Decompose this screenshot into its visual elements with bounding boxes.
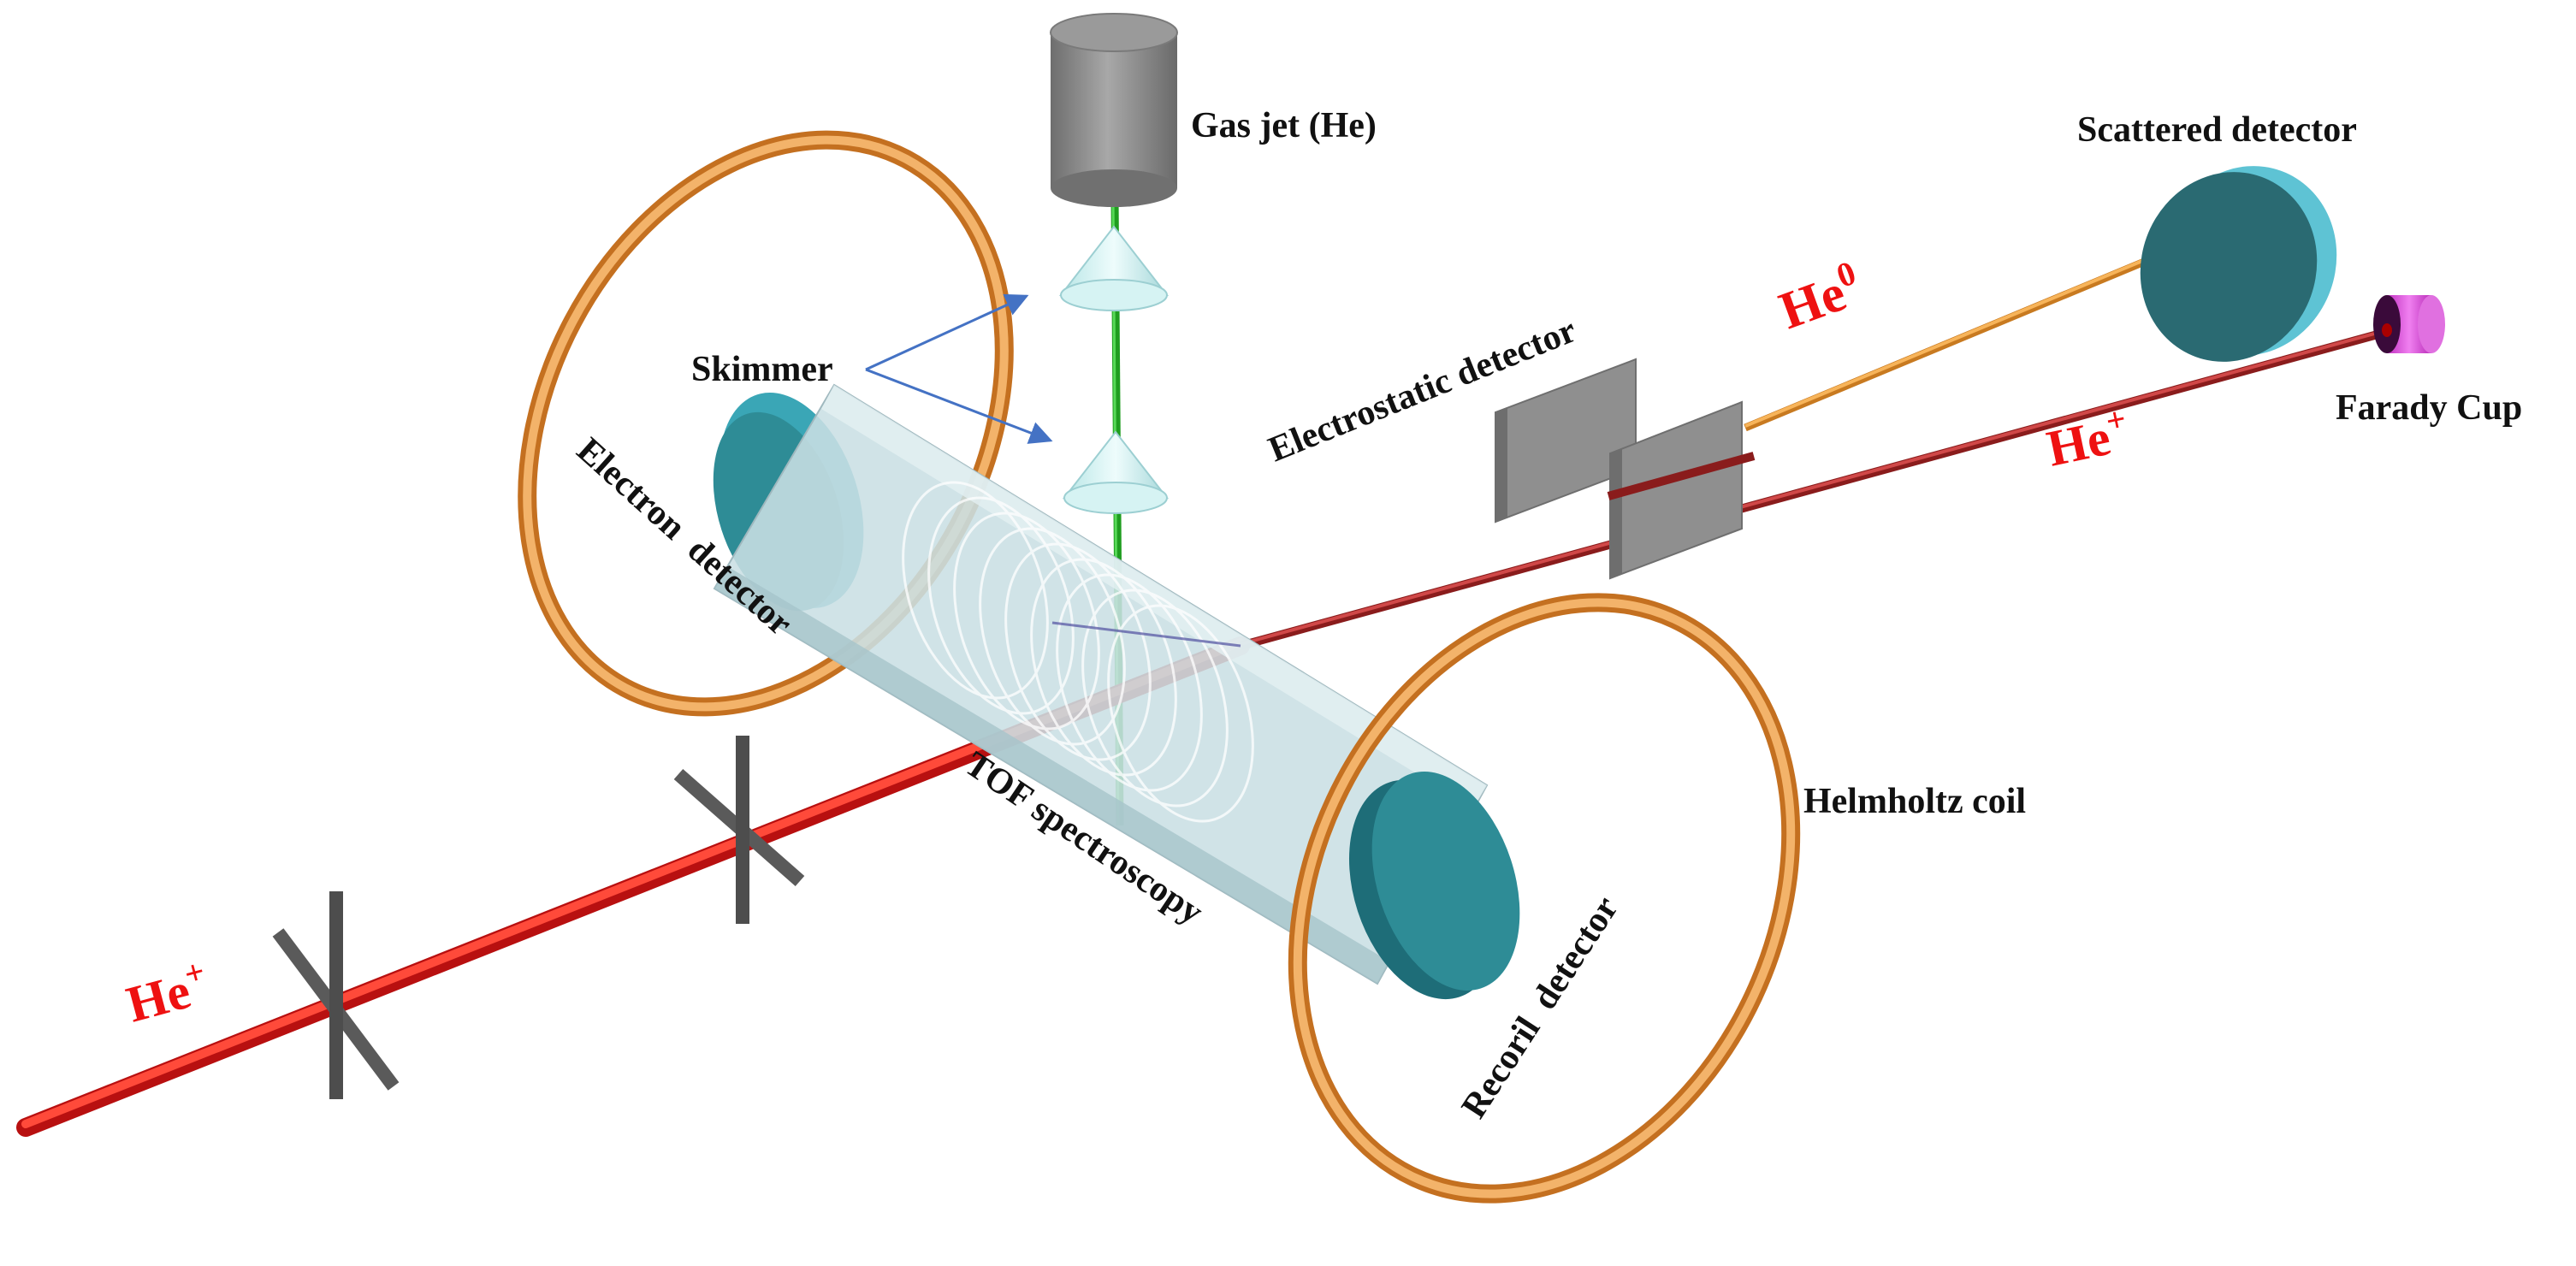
he0-label: He0 <box>1770 253 1868 340</box>
scattered-detector <box>2140 166 2337 362</box>
recoil-detector-face <box>1371 772 1520 991</box>
helmholtz-coil-label: Helmholtz coil <box>1803 782 2026 821</box>
he-plus-left-label: He+ <box>119 951 215 1032</box>
gas-jet-nozzle <box>1050 13 1178 207</box>
skimmer-cone-top <box>1058 225 1170 311</box>
skimmer-arrow-top <box>865 293 1029 371</box>
tof-tube <box>713 383 1520 1000</box>
helmholtz-coil-right-highlight <box>1293 598 1796 1198</box>
electrostatic-plate-1 <box>1495 358 1637 524</box>
farady-cup-label: Farady Cup <box>2336 388 2522 428</box>
aperture-cross-left <box>272 891 400 1099</box>
electrostatic-plate-2 <box>1609 400 1743 580</box>
he-plus-right-label: He+ <box>2041 399 2135 476</box>
skimmer-arrow-bottom <box>865 368 1053 444</box>
scattered-detector-label: Scattered detector <box>2077 110 2357 150</box>
faraday-cup <box>2373 295 2445 353</box>
aperture-cross-right <box>673 736 805 924</box>
skimmer-cone-bottom <box>1062 430 1170 514</box>
gas-jet-label: Gas jet (He) <box>1191 106 1377 145</box>
skimmer-label: Skimmer <box>691 350 833 389</box>
